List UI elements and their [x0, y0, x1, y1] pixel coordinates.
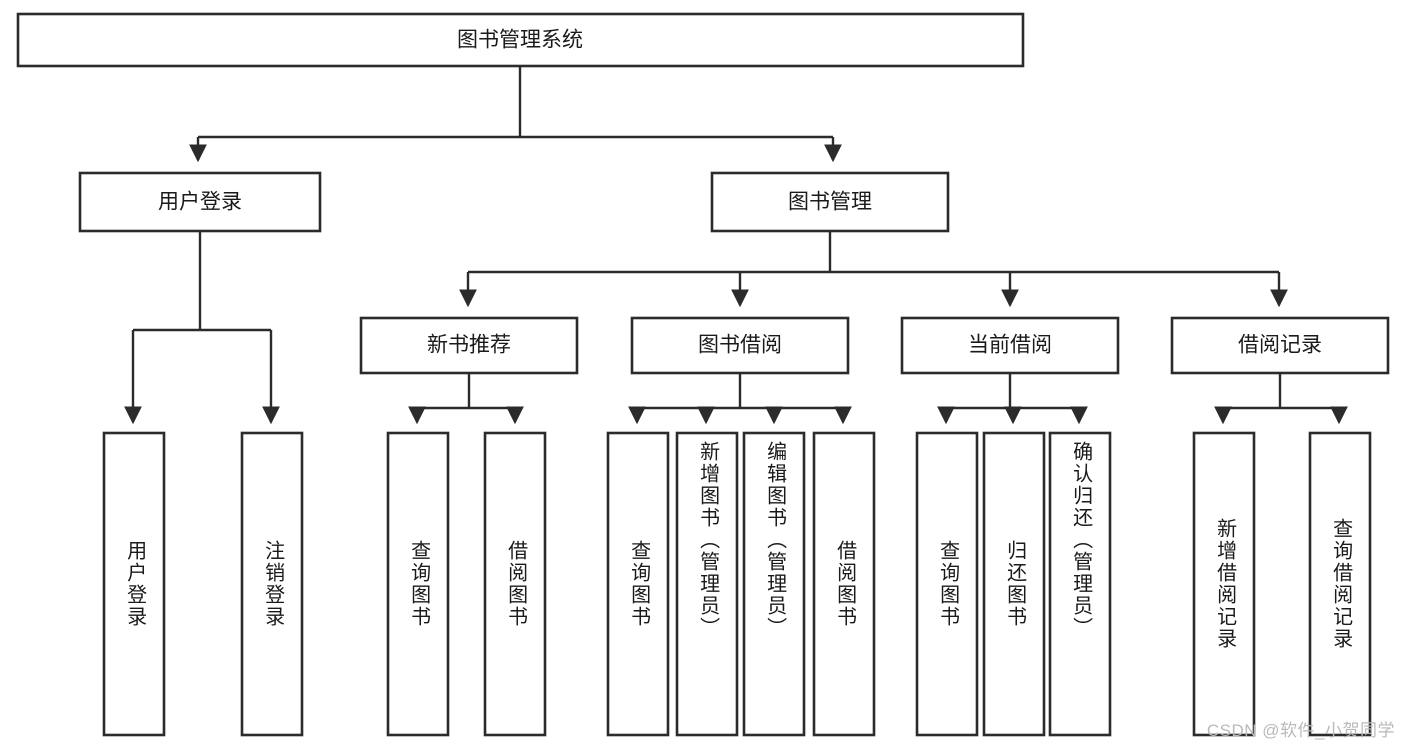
node-book-manage[interactable]: 图书管理 [710, 171, 950, 233]
node-new-book-recommend-box[interactable] [359, 316, 579, 375]
node-current-borrow-box[interactable] [900, 316, 1120, 375]
leaf-box-add-book[interactable] [675, 431, 739, 737]
node-root-box[interactable] [16, 12, 1025, 68]
node-new-book-recommend-label: 新书推荐 [427, 334, 511, 357]
leaf-box-query-book-3[interactable] [915, 431, 979, 737]
node-user-login-label: 用户登录 [158, 191, 242, 214]
leaf-box-edit-book[interactable] [742, 431, 806, 737]
node-root[interactable]: 图书管理系统 [16, 12, 1025, 68]
node-borrow-record[interactable]: 借阅记录 [1170, 316, 1390, 375]
leaf-box-borrow-book-2[interactable] [812, 431, 876, 737]
node-new-book-recommend[interactable]: 新书推荐 [359, 316, 579, 375]
leaf-box-add-record[interactable] [1192, 431, 1256, 737]
node-user-login[interactable]: 用户登录 [78, 171, 322, 233]
node-book-manage-label: 图书管理 [788, 191, 872, 214]
node-book-borrow-box[interactable] [630, 316, 850, 375]
leaf-box-query-record[interactable] [1308, 431, 1372, 737]
leaf-box-return-book[interactable] [982, 431, 1046, 737]
node-book-borrow[interactable]: 图书借阅 [630, 316, 850, 375]
leaf-box-logout-login[interactable] [240, 431, 304, 737]
leaf-box-user-login[interactable] [102, 431, 166, 737]
leaf-box-confirm-return[interactable] [1048, 431, 1112, 737]
node-root-label: 图书管理系统 [457, 29, 583, 52]
node-current-borrow[interactable]: 当前借阅 [900, 316, 1120, 375]
leaf-box-query-book-2[interactable] [606, 431, 670, 737]
leaf-box-borrow-book-1[interactable] [483, 431, 547, 737]
node-borrow-record-label: 借阅记录 [1238, 334, 1322, 357]
node-current-borrow-label: 当前借阅 [968, 334, 1052, 357]
node-book-borrow-label: 图书借阅 [698, 334, 782, 357]
node-book-manage-box[interactable] [710, 171, 950, 233]
node-borrow-record-box[interactable] [1170, 316, 1390, 375]
leaf-box-query-book-1[interactable] [386, 431, 450, 737]
